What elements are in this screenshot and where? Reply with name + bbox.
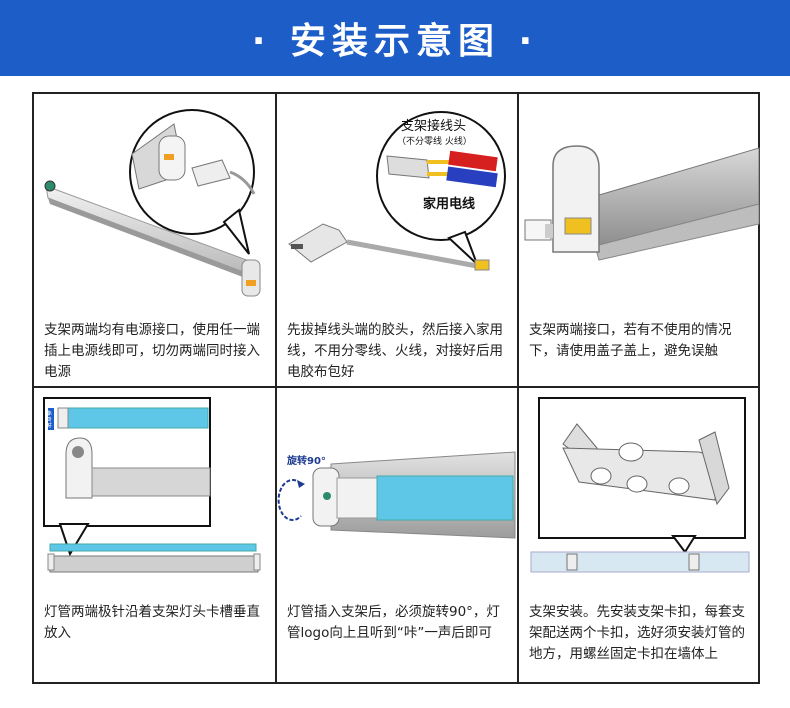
step-2-panel: 支架接线头 （不分零线 火线） 家用电线 先拔掉线头端的胶头，然后接入家用线，不…	[277, 94, 517, 386]
rotate-arrow-icon	[277, 479, 302, 521]
page-title: · 安装示意图 ·	[251, 21, 539, 62]
power-port-icon	[246, 280, 256, 286]
step-1-panel: 支架两端均有电源接口，使用任一端插上电源线即可，切勿两端同时接入电源	[34, 94, 275, 386]
step-6-panel: 支架安装。先安装支架卡扣，每套支架配送两个卡扣，选好须安装灯管的地方，用螺丝固定…	[519, 388, 760, 684]
step-1-illustration	[44, 109, 261, 297]
step-2-caption: 先拔掉线头端的胶头，然后接入家用线，不用分零线、火线，对接好后用电胶布包好	[287, 322, 503, 380]
connector-note: （不分零线 火线）	[397, 135, 472, 147]
step-5-panel: 旋转90° 灯管插入支架后，必须旋转90°，灯管logo向上且听到“咔”一声后即…	[277, 388, 517, 684]
step-5-illustration: 旋转90°	[277, 451, 516, 539]
rotate-label: 旋转90°	[286, 454, 326, 467]
step-3-caption: 支架两端接口，若有不使用的情况下，请使用盖子盖上，避免误触	[529, 322, 732, 359]
step-1-caption: 支架两端均有电源接口，使用任一端插上电源线即可，切勿两端同时接入电源	[44, 322, 260, 380]
step-6-caption: 支架安装。先安装支架卡扣，每套支架配送两个卡扣，选好须安装灯管的地方，用螺丝固定…	[529, 604, 745, 662]
step-5-caption: 灯管插入支架后，必须旋转90°，灯管logo向上且听到“咔”一声后即可	[287, 604, 500, 641]
step-2-illustration: 支架接线头 （不分零线 火线） 家用电线	[288, 111, 506, 271]
step-4-caption: 灯管两端极针沿着支架灯头卡槽垂直放入	[44, 604, 260, 641]
instruction-grid: 支架两端均有电源接口，使用任一端插上电源线即可，切勿两端同时接入电源 支架接线头…	[32, 92, 760, 684]
page-header: · 安装示意图 ·	[0, 0, 790, 76]
step-4-illustration: 垂直放入	[43, 397, 261, 573]
power-port-icon	[44, 180, 56, 192]
grid-divider	[517, 94, 519, 682]
connector-label: 支架接线头	[401, 118, 466, 134]
wall-bracket-strip	[530, 551, 750, 573]
tube-icon	[63, 407, 209, 429]
step-6-illustration	[530, 397, 750, 573]
tube-icon	[376, 475, 514, 521]
step-3-panel: 支架两端接口，若有不使用的情况下，请使用盖子盖上，避免误触	[519, 94, 760, 386]
household-wire-label: 家用电线	[423, 196, 475, 212]
step-4-panel: 垂直放入 灯管两端极针沿着支架灯头卡槽垂直放入	[34, 388, 275, 684]
clip-icon	[688, 553, 700, 571]
grid-divider	[275, 94, 277, 682]
step-3-illustration	[524, 145, 760, 261]
clip-icon	[566, 553, 578, 571]
vertical-label: 垂直放入	[44, 410, 52, 434]
grid-divider	[34, 386, 758, 388]
